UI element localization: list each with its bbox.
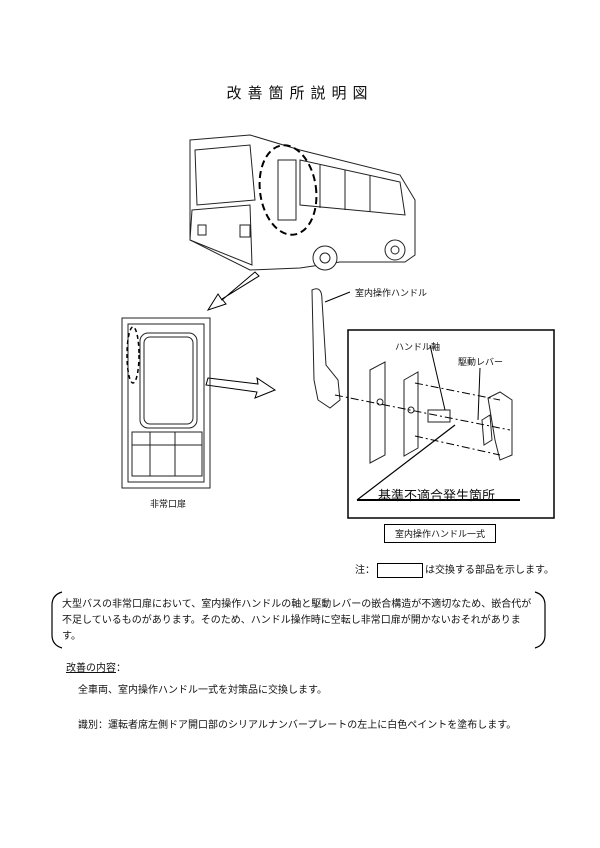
arrow-icon xyxy=(205,376,277,399)
defect-location-label: 基準不適合発生箇所 xyxy=(378,489,496,504)
highlight-ellipse xyxy=(258,144,318,236)
emergency-door-drawing xyxy=(121,317,211,489)
note-suffix: は交換する部品を示します。 xyxy=(425,565,554,576)
improvement-heading-text: 改善の内容 xyxy=(66,663,116,674)
identification-text: 識別：運転者席左側ドア開口部のシリアルナンバープレートの左上に白色ペイントを塗布… xyxy=(78,720,517,731)
assembly-label-box: 室内操作ハンドル一式 xyxy=(384,524,497,543)
bracket-right xyxy=(534,591,546,649)
arrow-icon xyxy=(206,271,260,311)
lever-label: 駆動レバー xyxy=(458,358,504,368)
improvement-body: 全車両、室内操作ハンドル一式を対策品に交換します。 xyxy=(78,685,327,696)
bracket-left xyxy=(51,591,63,649)
note-swatch xyxy=(377,563,423,578)
handle-drawing xyxy=(311,288,341,409)
door-label: 非常口扉 xyxy=(150,500,187,510)
improvement-heading-colon: ： xyxy=(116,663,126,674)
bus-drawing xyxy=(189,134,416,271)
parts-drawing xyxy=(369,361,513,464)
note: 注： は交換する部品を示します。 xyxy=(355,563,554,579)
page-title: 改善箇所説明図 xyxy=(226,84,374,102)
handle-label: 室内操作ハンドル xyxy=(355,289,428,299)
defect-description: 大型バスの非常口扉において、室内操作ハンドルの軸と駆動レバーの嵌合構造が不適切な… xyxy=(62,599,532,642)
note-prefix: 注： xyxy=(355,565,375,576)
parts-box xyxy=(347,329,555,519)
shaft-label: ハンドル軸 xyxy=(395,343,441,353)
improvement-heading: 改善の内容： xyxy=(66,661,126,677)
